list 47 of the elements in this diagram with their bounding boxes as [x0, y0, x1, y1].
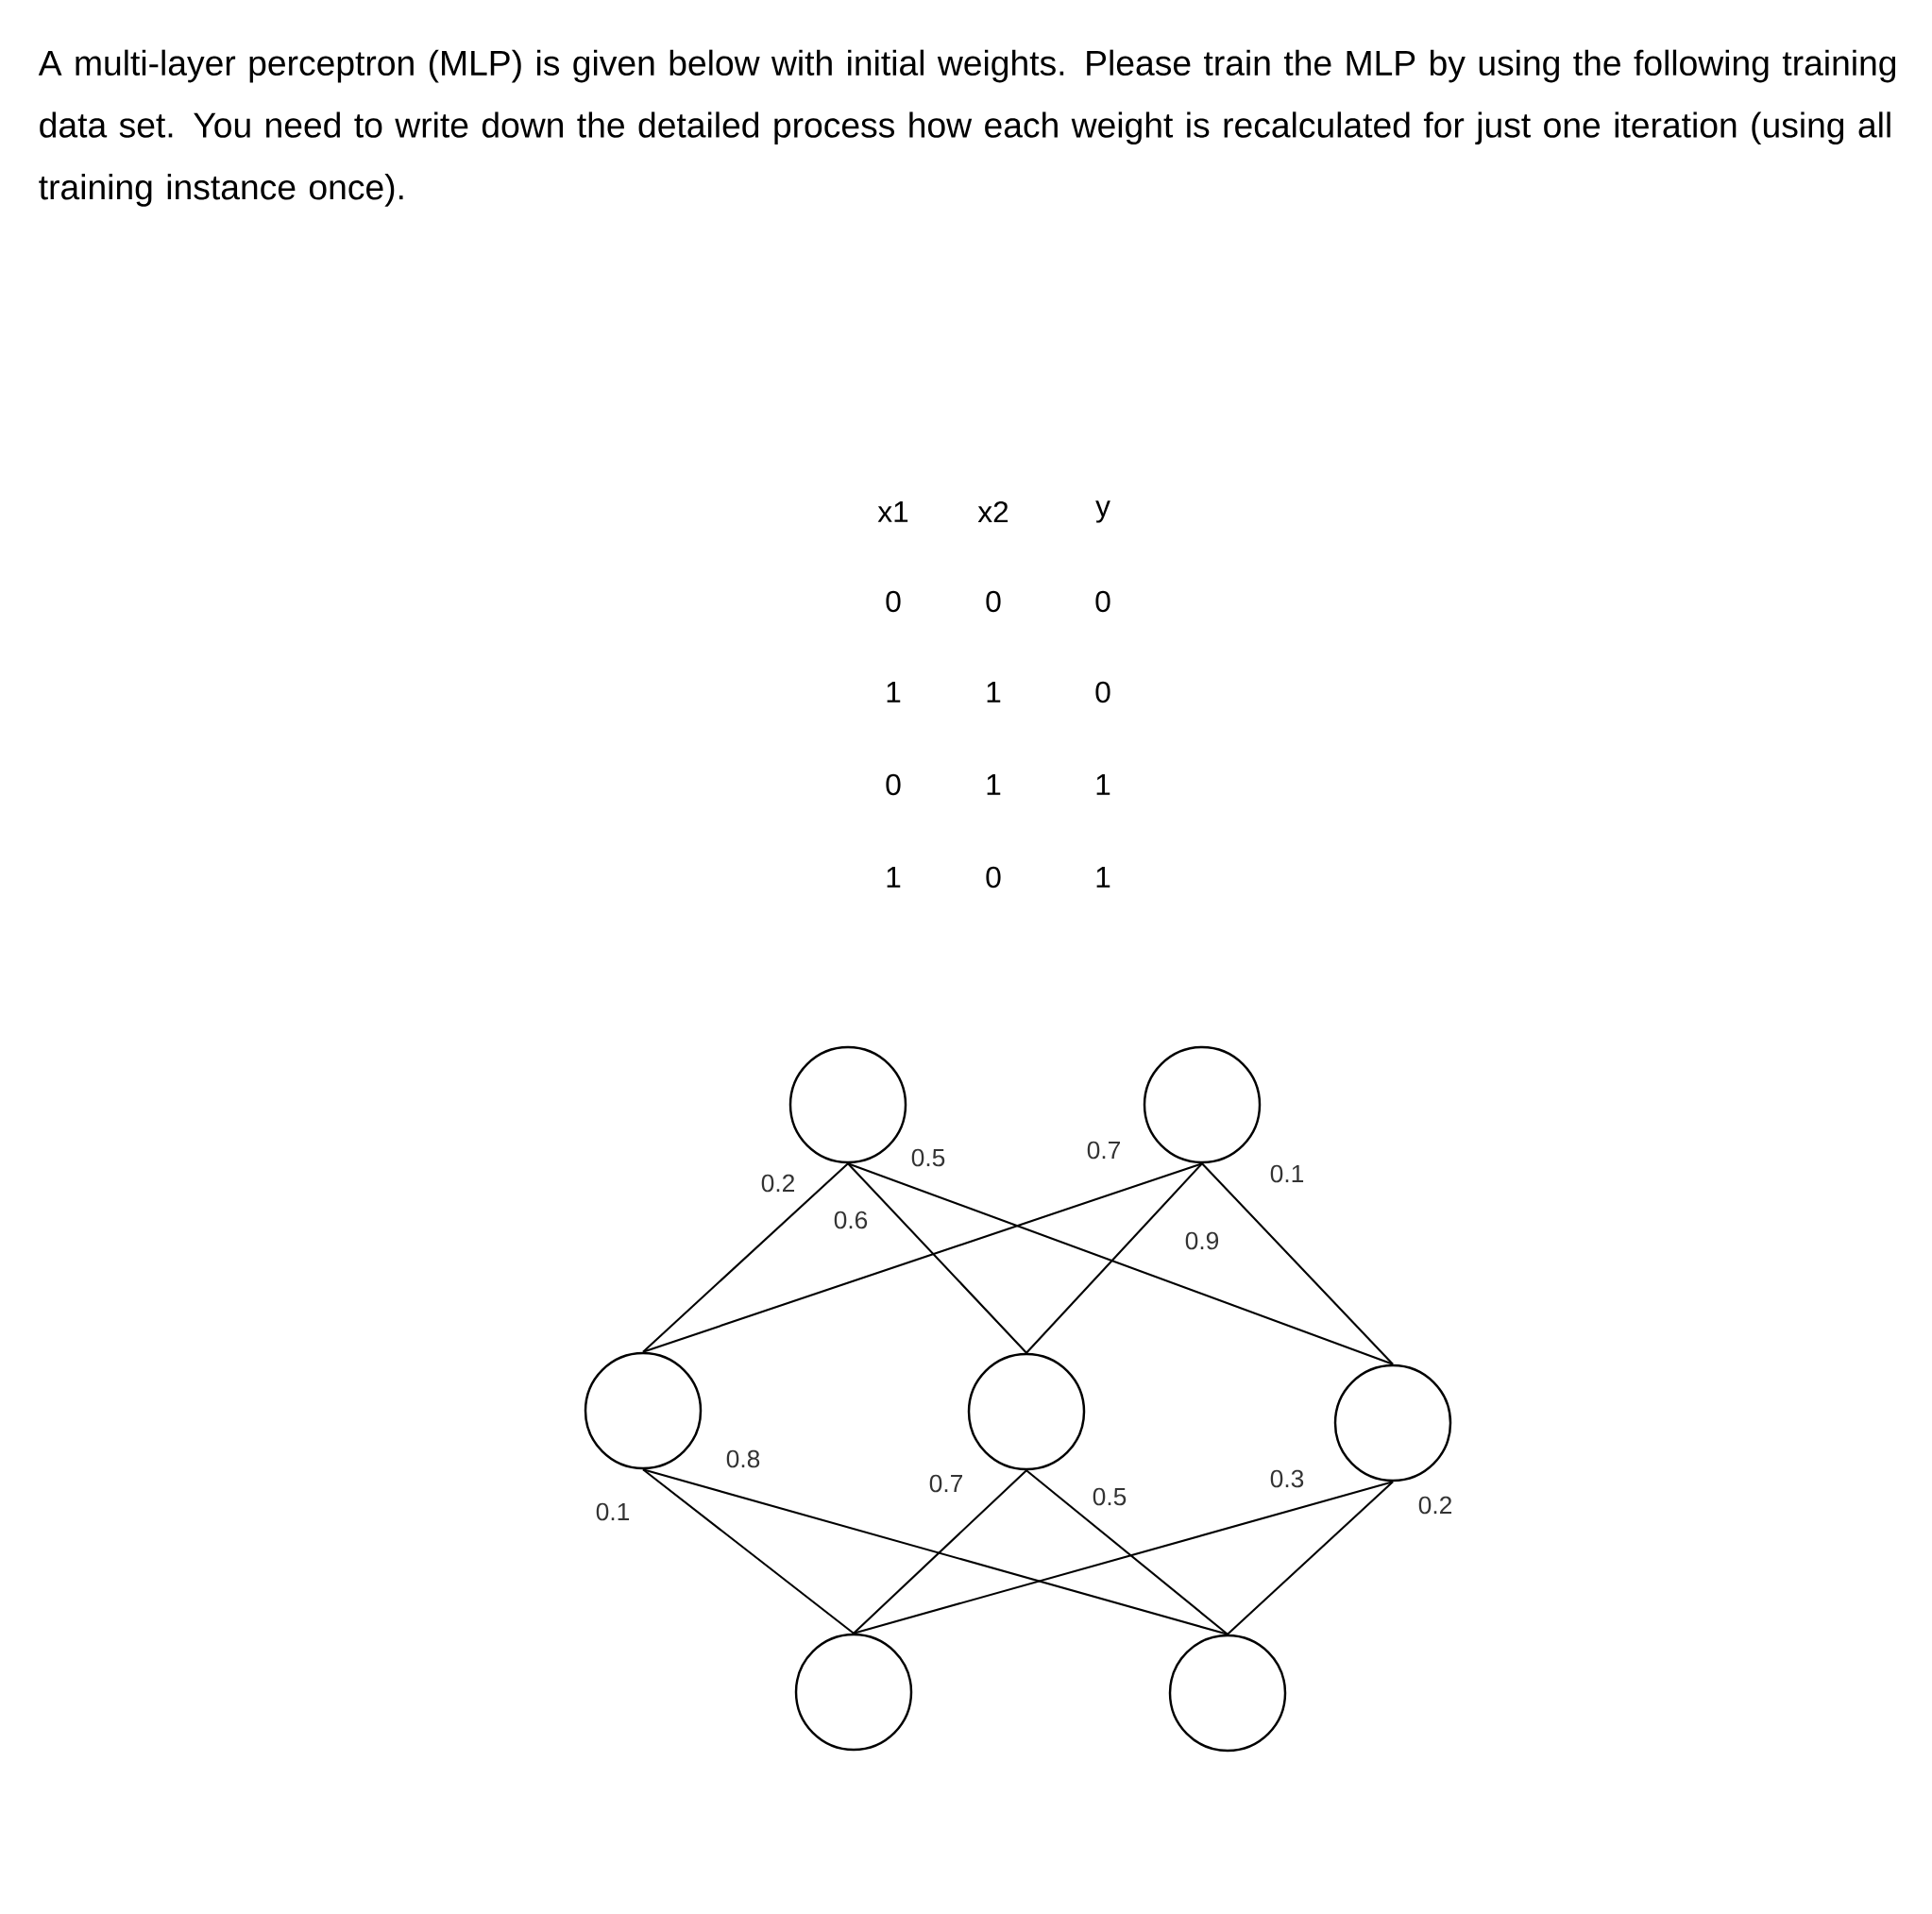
table-value: 0: [1095, 681, 1110, 703]
column-header: x1: [877, 501, 908, 522]
connection-line: [1025, 1469, 1229, 1635]
table-value: 1: [887, 682, 901, 703]
connection-line: [1227, 1481, 1394, 1635]
neuron-circle: [788, 1045, 907, 1164]
table-value: 1: [1096, 867, 1110, 888]
weight-label: 0.7: [925, 1471, 967, 1496]
table-value: 0: [986, 590, 1001, 613]
table-value: 1: [1096, 774, 1110, 795]
weight-label: 0.9: [1181, 1228, 1223, 1253]
weight-label: 0.6: [830, 1208, 872, 1232]
connection-line: [642, 1468, 855, 1635]
question-text: A multi-layer perceptron (MLP) is given below with initial weights. Please train the MLP by using the following training data set. You need to write down the detailed process how each weight is recalculated for just one iteration (using all training instance once).: [38, 49, 1896, 207]
connection-line: [1025, 1162, 1203, 1354]
connection-line: [853, 1469, 1027, 1635]
weight-label: 0.5: [907, 1145, 949, 1170]
connection-line: [1201, 1162, 1394, 1365]
table-value: 1: [987, 682, 1001, 703]
weight-label: 0.1: [592, 1499, 634, 1524]
connection-line: [642, 1162, 1203, 1353]
table-value: 0: [1095, 590, 1110, 613]
connection-line: [642, 1162, 849, 1353]
neuron-circle: [1168, 1634, 1287, 1753]
connection-line: [853, 1481, 1394, 1635]
column-header: x2: [977, 500, 1008, 522]
neuron-circle: [967, 1352, 1086, 1471]
neuron-circle: [1143, 1045, 1262, 1164]
connection-line: [847, 1162, 1027, 1354]
weight-label: 0.1: [1266, 1161, 1308, 1186]
table-value: 0: [886, 773, 901, 796]
neuron-circle: [794, 1633, 913, 1752]
table-value: 1: [887, 867, 901, 888]
neuron-circle: [1333, 1364, 1452, 1482]
connection-line: [642, 1468, 1229, 1635]
column-header: y: [1095, 500, 1110, 523]
connection-line: [847, 1162, 1394, 1365]
table-value: 0: [986, 866, 1001, 889]
weight-label: 0.8: [722, 1447, 764, 1471]
neuron-circle: [584, 1351, 703, 1470]
weight-label: 0.2: [757, 1171, 799, 1195]
weight-label: 0.3: [1266, 1466, 1308, 1491]
weight-label: 0.7: [1083, 1138, 1125, 1162]
table-value: 1: [987, 774, 1001, 795]
weight-label: 0.2: [1415, 1493, 1456, 1517]
weight-label: 0.5: [1089, 1484, 1130, 1509]
table-value: 0: [886, 590, 901, 613]
